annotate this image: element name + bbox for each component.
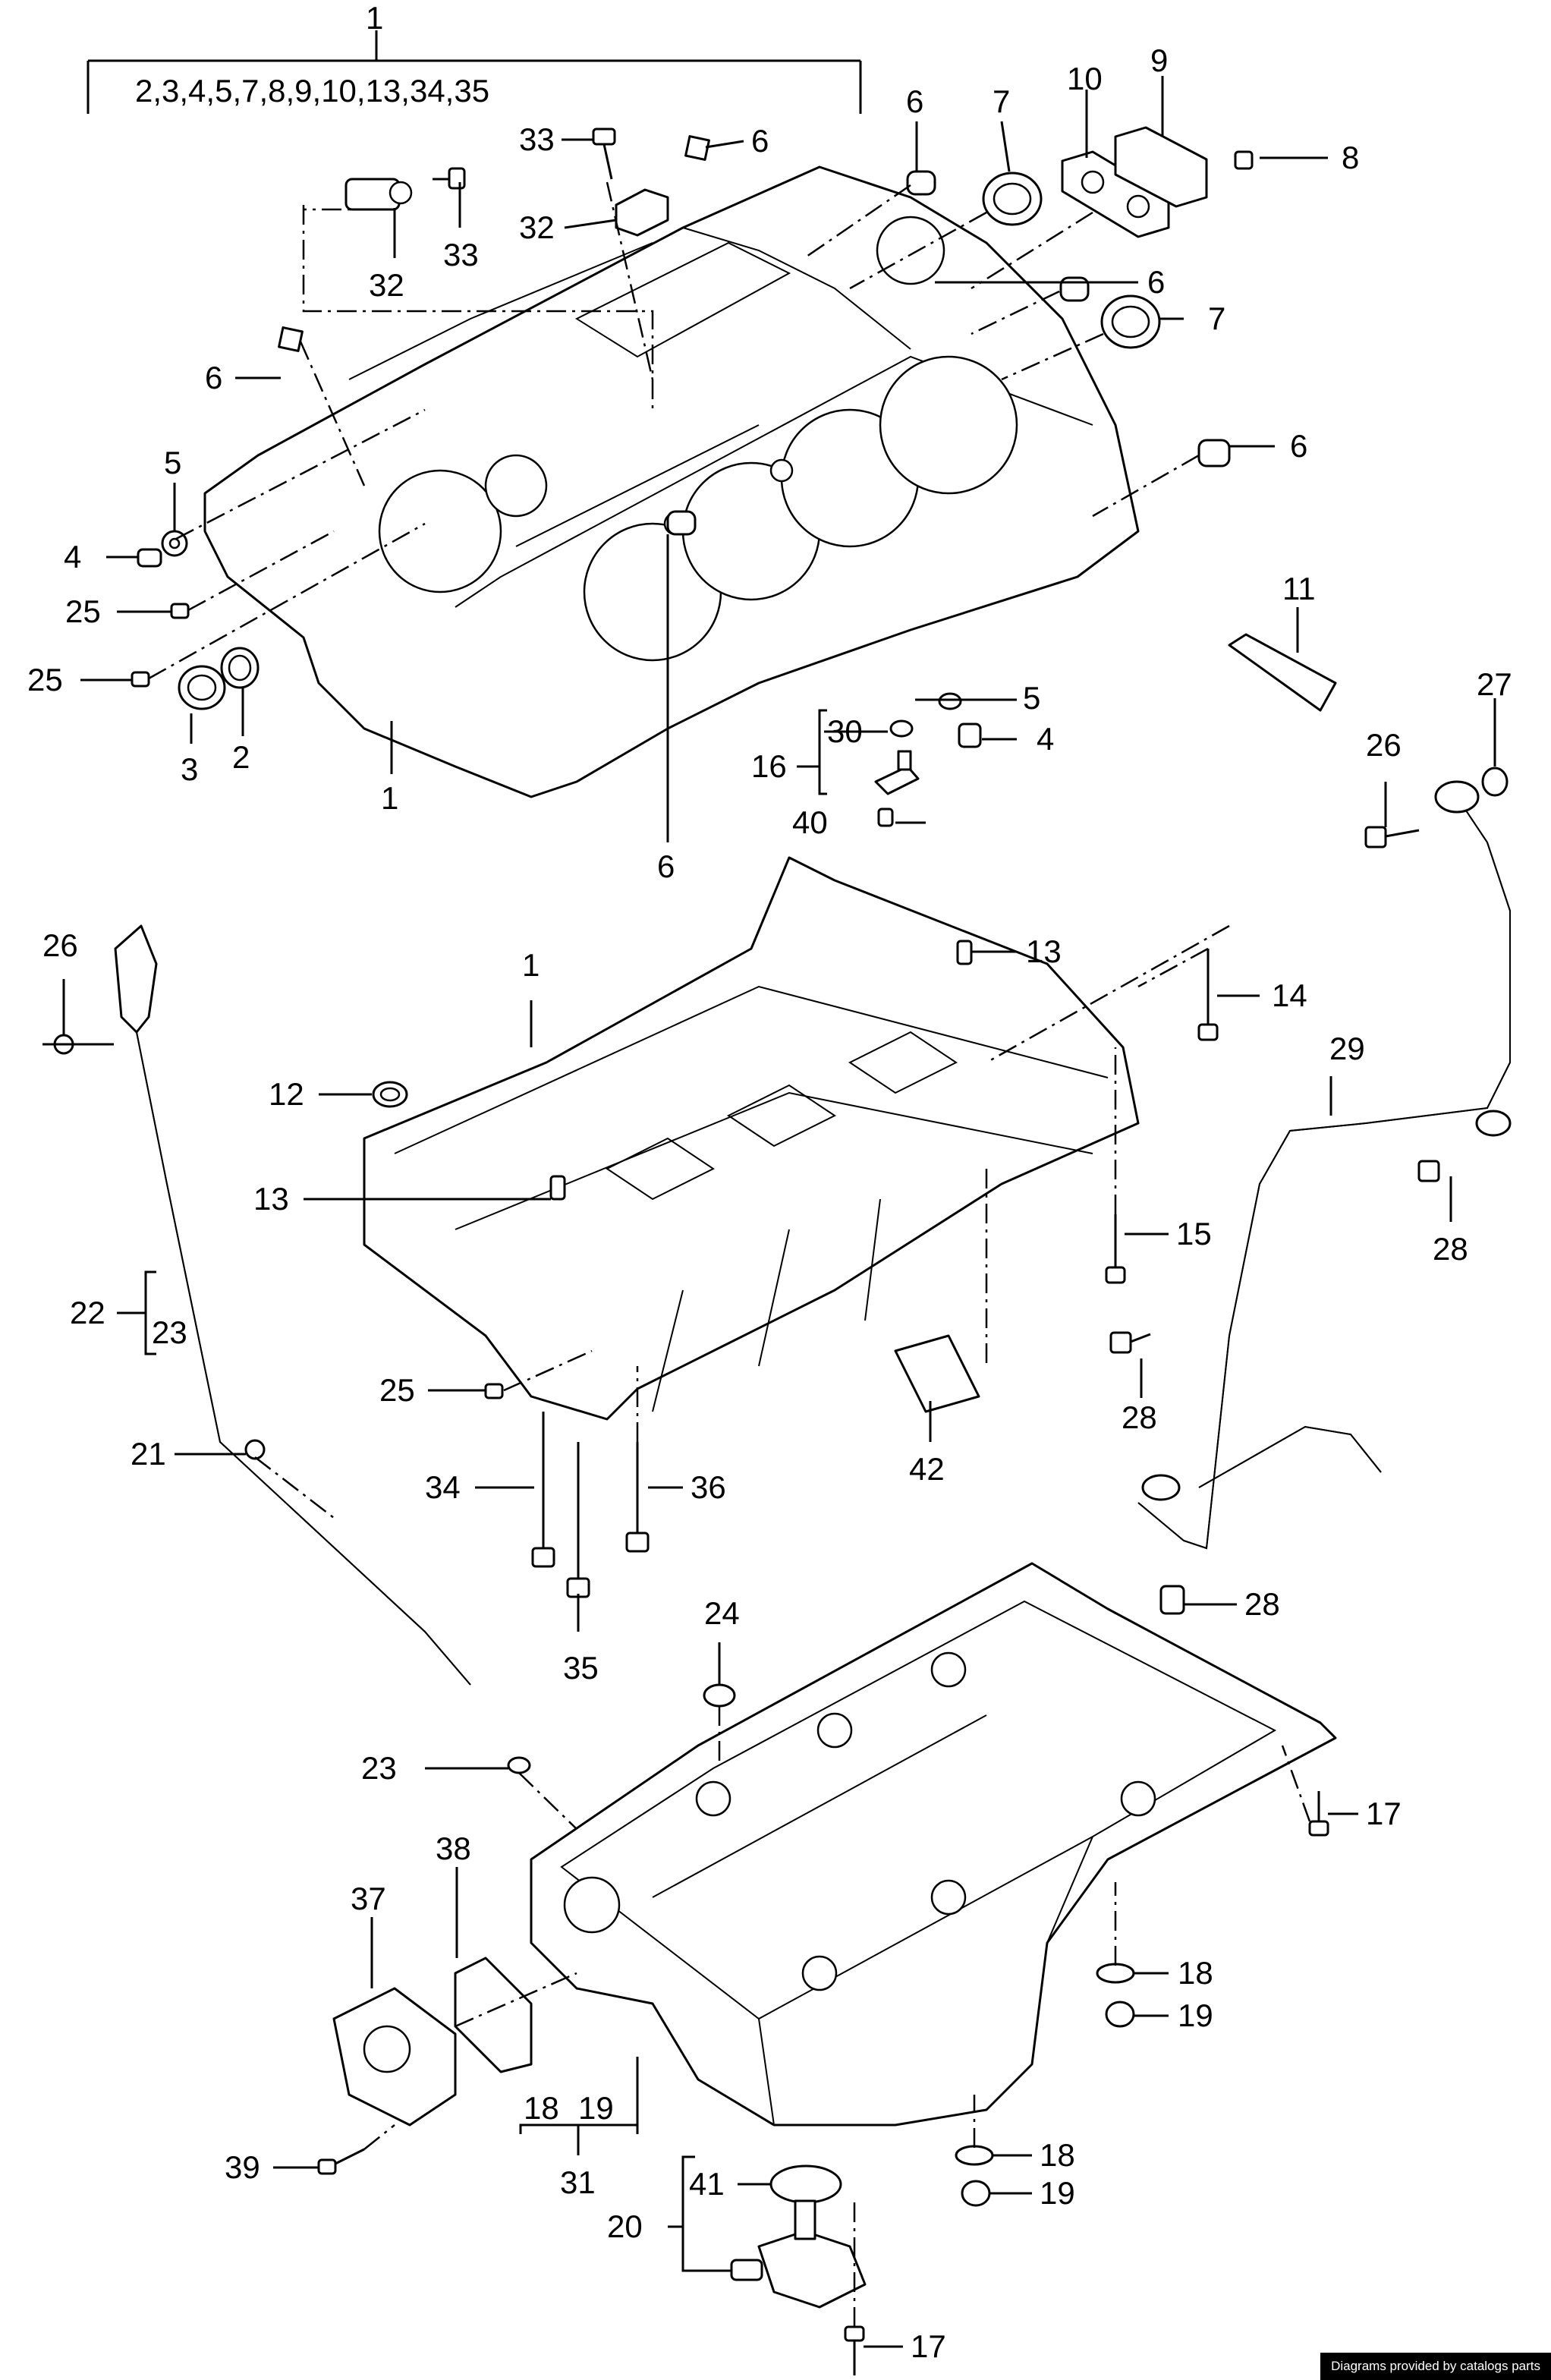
callout-38: 38 (436, 1831, 471, 1866)
callout-6-a: 6 (751, 123, 769, 159)
callout-30: 30 (827, 713, 863, 749)
callout-10: 10 (1067, 61, 1103, 96)
callout-6-c: 6 (1147, 264, 1165, 300)
callout-17-a: 17 (1366, 1796, 1402, 1831)
callout-18-a: 18 (1178, 1955, 1213, 1991)
callout-28-b: 28 (1122, 1399, 1157, 1435)
credit-label: Diagrams provided by catalogs parts (1320, 2353, 1551, 2380)
callout-27: 27 (1477, 666, 1512, 702)
callout-19-group: 19 (578, 2090, 614, 2126)
callout-3: 3 (181, 751, 198, 787)
callout-28-c: 28 (1244, 1586, 1280, 1622)
callout-40: 40 (792, 804, 828, 840)
callout-5-a: 5 (164, 445, 181, 480)
callout-34: 34 (425, 1469, 461, 1505)
callout-19-a: 19 (1178, 1998, 1213, 2033)
callout-8: 8 (1342, 140, 1359, 175)
callout-17-b: 17 (911, 2328, 946, 2364)
callout-37: 37 (351, 1881, 386, 1916)
callout-25-c: 25 (379, 1372, 415, 1408)
callout-6-d: 6 (1290, 428, 1307, 464)
callout-1-top: 1 (366, 0, 383, 36)
callout-6-e: 6 (205, 360, 222, 395)
callout-22: 22 (70, 1295, 105, 1330)
small-parts-top (131, 126, 1509, 1399)
callout-7-a: 7 (993, 83, 1010, 119)
callout-7-b: 7 (1208, 301, 1225, 336)
callout-20: 20 (607, 2208, 643, 2244)
callout-18-group: 18 (524, 2090, 559, 2126)
callout-41: 41 (689, 2166, 725, 2202)
callout-23-a: 23 (152, 1314, 187, 1350)
callout-1-group-list: 2,3,4,5,7,8,9,10,13,34,35 (135, 73, 489, 109)
oil-pan-drawing (317, 1562, 1337, 2375)
callout-36: 36 (691, 1469, 726, 1505)
dipstick-tube-drawing (42, 924, 531, 1774)
callout-5-b: 5 (1023, 680, 1040, 716)
callout-25-a: 25 (65, 593, 101, 629)
callout-25-b: 25 (27, 662, 63, 697)
callout-14: 14 (1272, 978, 1307, 1013)
callout-1-block: 1 (381, 780, 398, 816)
callout-9: 9 (1150, 42, 1168, 78)
callout-23-b: 23 (361, 1750, 397, 1786)
callout-24: 24 (704, 1595, 740, 1631)
callout-4-b: 4 (1037, 721, 1054, 757)
callout-42: 42 (909, 1451, 945, 1487)
callout-6-b: 6 (906, 83, 923, 119)
callout-28-a: 28 (1433, 1231, 1468, 1267)
callout-29: 29 (1329, 1031, 1365, 1066)
callout-33-b: 33 (443, 237, 479, 272)
callout-labels: 1 2,3,4,5,7,8,9,10,13,34,35 33 33 6 32 3… (27, 0, 1512, 2364)
callout-4-a: 4 (64, 539, 81, 575)
callout-26-a: 26 (1366, 727, 1402, 763)
callout-15: 15 (1176, 1216, 1212, 1251)
callout-19-c: 19 (1040, 2175, 1075, 2211)
crankcase-drawing (244, 856, 1219, 1598)
callout-32-a: 32 (519, 209, 555, 245)
callout-1-crankcase: 1 (522, 947, 540, 983)
callout-35: 35 (563, 1650, 599, 1686)
callout-11: 11 (1282, 571, 1316, 606)
callout-21: 21 (131, 1436, 166, 1472)
callout-26-b: 26 (42, 927, 78, 963)
callout-12: 12 (269, 1076, 304, 1112)
callout-2: 2 (232, 739, 250, 775)
callout-6-f: 6 (657, 848, 675, 884)
callout-13-b: 13 (253, 1181, 289, 1217)
assembly-lines (148, 181, 1311, 2327)
oil-pipe-drawing (1109, 780, 1512, 1615)
callout-39: 39 (225, 2149, 260, 2185)
leader-lines (62, 76, 1496, 2348)
callout-13-a: 13 (1026, 933, 1062, 969)
group-bracket (87, 30, 862, 114)
callout-18-c: 18 (1040, 2137, 1075, 2173)
callout-32-b: 32 (369, 267, 404, 303)
engine-block-drawing (203, 165, 1140, 798)
callout-16: 16 (751, 748, 787, 784)
callout-31: 31 (560, 2164, 596, 2200)
callout-33-a: 33 (519, 121, 555, 157)
